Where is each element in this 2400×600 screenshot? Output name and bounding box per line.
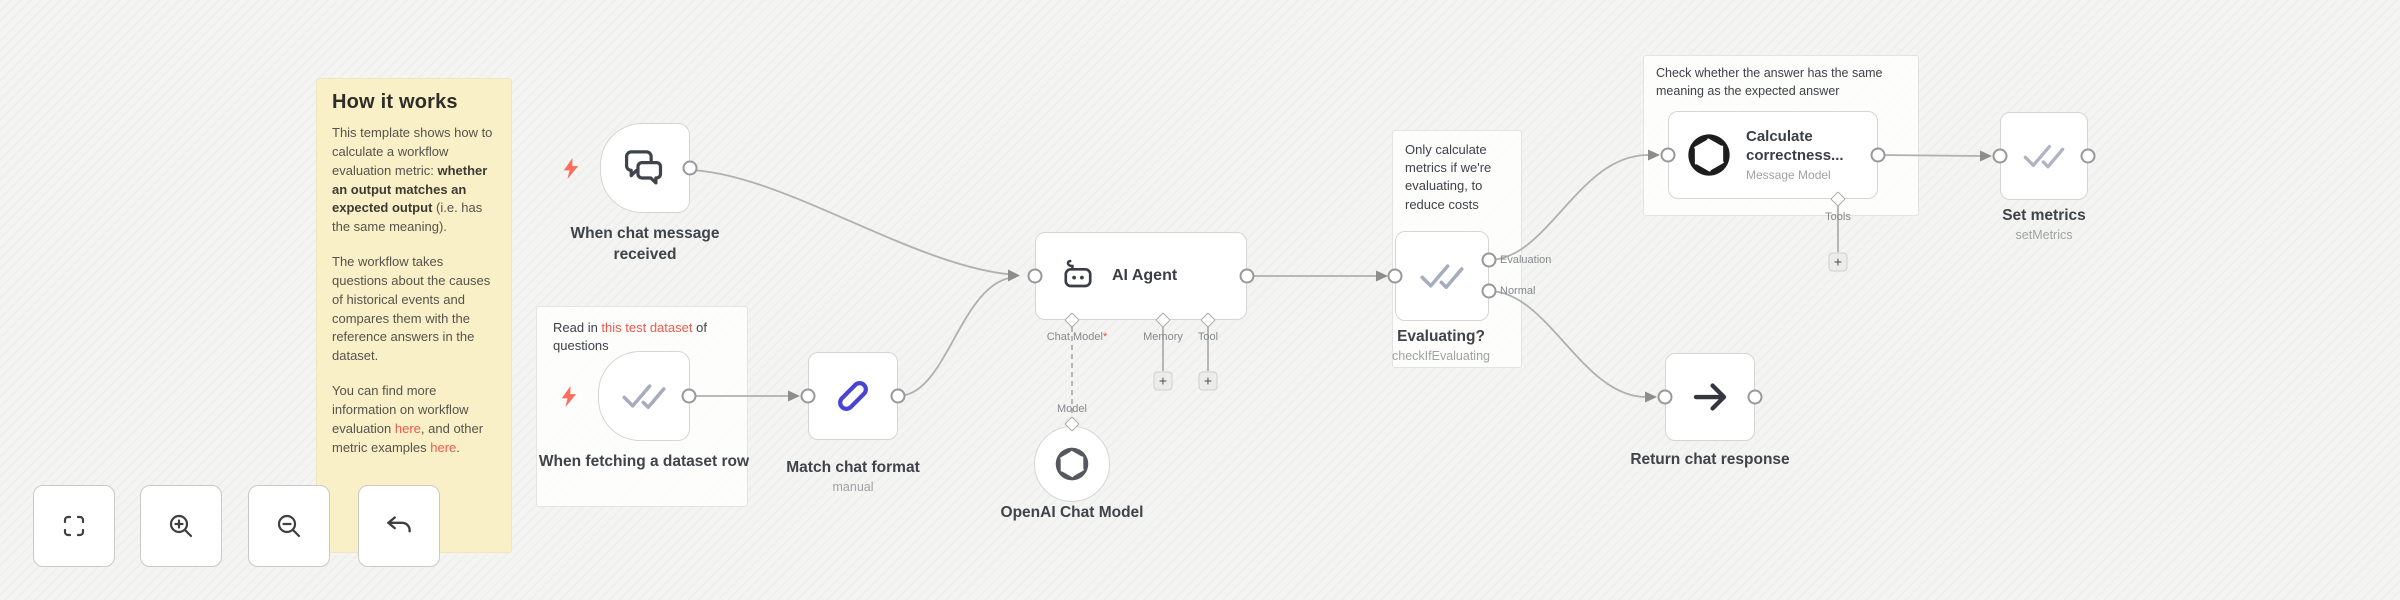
set-metrics-label: Set metrics	[2002, 207, 2086, 224]
evaluating-normal-output-port[interactable]	[1481, 283, 1497, 299]
evaluating-evaluation-output-port[interactable]	[1481, 252, 1497, 268]
evaluating-label: Evaluating?	[1397, 328, 1485, 345]
ai-agent-input-port[interactable]	[1027, 268, 1043, 284]
set-metrics-output-port[interactable]	[2080, 148, 2096, 164]
sticky-paragraph-1: This template shows how to calculate a w…	[332, 125, 493, 235]
lightning-bolt-icon	[563, 157, 579, 180]
evaluating-input-port[interactable]	[1387, 268, 1403, 284]
zoom-in-icon	[169, 514, 193, 538]
double-check-icon	[2023, 145, 2065, 169]
return-response-output-port[interactable]	[1747, 389, 1763, 405]
normal-output-label: Normal	[1500, 285, 1536, 297]
node-evaluating[interactable]	[1395, 231, 1489, 321]
openai-model-label: OpenAI Chat Model	[1000, 504, 1144, 521]
node-when-chat-message-received[interactable]	[600, 123, 690, 213]
openai-logo-icon	[1055, 447, 1089, 481]
undo-button[interactable]	[358, 485, 440, 567]
zoom-in-button[interactable]	[140, 485, 222, 567]
fetch-trigger-label: When fetching a dataset row	[538, 453, 750, 470]
match-format-label: Match chat format	[786, 459, 920, 476]
calc-correctness-subtitle: Message Model	[1746, 168, 1831, 183]
undo-icon	[387, 516, 411, 533]
openai-logo-icon	[1688, 134, 1730, 176]
node-return-chat-response[interactable]	[1665, 353, 1755, 441]
node-when-fetching-dataset-row[interactable]	[598, 351, 690, 441]
node-match-chat-format[interactable]	[808, 352, 898, 440]
calc-tools-port-label: Tools	[1825, 211, 1851, 223]
agent-tool-port-label: Tool	[1197, 331, 1219, 343]
sticky-check-text: Check whether the answer has the same me…	[1656, 66, 1883, 98]
pen-icon	[838, 381, 868, 411]
set-metrics-input-port[interactable]	[1992, 148, 2008, 164]
match-format-input-port[interactable]	[800, 388, 816, 404]
node-calculate-correctness[interactable]: Calculate correctness... Message Model	[1668, 111, 1878, 199]
arrow-right-icon	[1693, 383, 1727, 411]
ai-agent-title: AI Agent	[1112, 267, 1178, 284]
fit-view-icon	[63, 515, 85, 537]
double-check-icon	[622, 384, 666, 410]
sticky-paragraph-3: You can find more information on workflo…	[332, 383, 484, 455]
evaluation-output-label: Evaluation	[1500, 254, 1552, 266]
ai-agent-output-port[interactable]	[1239, 268, 1255, 284]
agent-chat-model-port-label: Chat Model*	[1046, 331, 1108, 343]
double-check-icon	[1420, 264, 1464, 290]
match-format-subtitle: manual	[832, 480, 874, 494]
sticky-note-how-it-works[interactable]: How it works This template shows how to …	[316, 78, 512, 553]
fit-view-button[interactable]	[33, 485, 115, 567]
chat-trigger-label: When chat message received	[570, 225, 720, 263]
add-tool-button[interactable]: +	[1198, 371, 1218, 391]
robot-icon	[1064, 259, 1092, 288]
add-memory-button[interactable]: +	[1153, 371, 1173, 391]
zoom-out-button[interactable]	[248, 485, 330, 567]
workflow-evaluation-link[interactable]: here	[394, 420, 421, 436]
calc-correctness-output-port[interactable]	[1870, 147, 1886, 163]
test-dataset-link[interactable]: this test dataset	[601, 320, 693, 335]
calc-correctness-input-port[interactable]	[1660, 147, 1676, 163]
lightning-bolt-icon	[561, 385, 577, 408]
sticky-eval-text: Only calculate metrics if we're evaluati…	[1405, 142, 1492, 212]
metric-examples-link[interactable]: here	[430, 439, 457, 455]
zoom-out-icon	[277, 514, 301, 538]
openai-model-port-label: Model	[1057, 403, 1087, 415]
required-asterisk: *	[1102, 331, 1108, 343]
match-format-output-port[interactable]	[890, 388, 906, 404]
node-openai-chat-model[interactable]	[1034, 426, 1110, 502]
node-set-metrics[interactable]	[2000, 112, 2088, 200]
sticky-title: How it works	[332, 91, 458, 113]
agent-memory-port-label: Memory	[1143, 331, 1183, 343]
calc-correctness-title: Calculate correctness...	[1746, 127, 1844, 164]
return-response-input-port[interactable]	[1657, 389, 1673, 405]
sticky-paragraph-2: The workflow takes questions about the c…	[332, 254, 491, 364]
node-ai-agent[interactable]: AI Agent	[1035, 232, 1247, 320]
sticky-dataset-text: Read in this test dataset of questions	[553, 320, 707, 354]
fetch-trigger-output-port[interactable]	[681, 388, 697, 404]
chat-bubbles-icon	[624, 150, 663, 185]
evaluating-subtitle: checkIfEvaluating	[1392, 349, 1490, 363]
set-metrics-subtitle: setMetrics	[2015, 228, 2073, 242]
add-tools-button[interactable]: +	[1828, 252, 1848, 272]
chat-trigger-output-port[interactable]	[682, 160, 698, 176]
return-response-label: Return chat response	[1630, 451, 1790, 468]
